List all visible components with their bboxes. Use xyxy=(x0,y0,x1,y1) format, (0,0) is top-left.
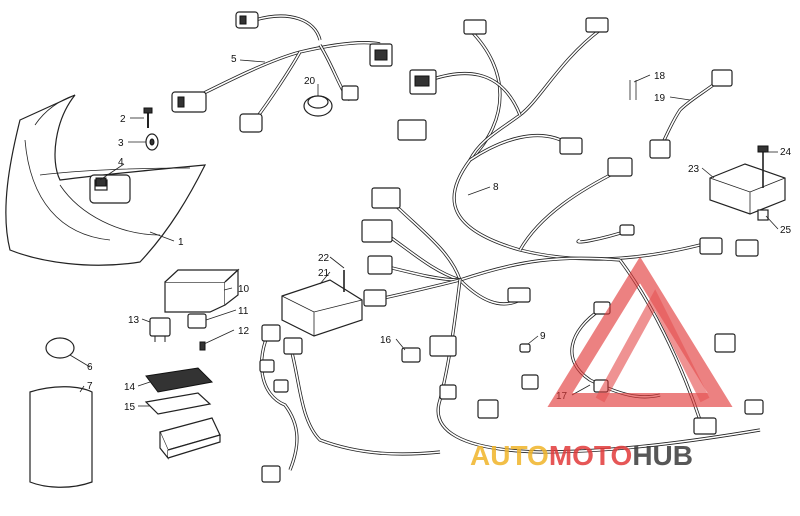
mini-relay-part xyxy=(187,313,207,329)
callout-12: 12 xyxy=(238,326,250,337)
fuse-block-part xyxy=(159,417,221,460)
clip-18-part xyxy=(629,80,637,100)
watermark-part-auto: AUTO xyxy=(470,440,549,471)
callout-8: 8 xyxy=(493,182,499,193)
grommet-ring-part xyxy=(45,337,75,359)
callout-18: 18 xyxy=(654,71,666,82)
sleeve-part xyxy=(29,386,93,488)
callout-3: 3 xyxy=(118,138,124,149)
callout-11: 11 xyxy=(238,306,249,317)
callout-2: 2 xyxy=(120,114,126,125)
upper-harness xyxy=(171,11,393,133)
leader-lines xyxy=(69,59,779,407)
connector-16-part xyxy=(401,347,421,363)
fuse-part xyxy=(199,341,206,351)
callout-25: 25 xyxy=(780,225,792,236)
callout-15: 15 xyxy=(124,402,136,413)
callout-20: 20 xyxy=(304,76,316,87)
callout-13: 13 xyxy=(128,315,140,326)
fuse-label-part xyxy=(145,367,214,393)
callout-4: 4 xyxy=(118,157,124,168)
callout-22: 22 xyxy=(318,253,330,264)
callout-6: 6 xyxy=(87,362,93,373)
callout-24: 24 xyxy=(780,147,792,158)
ecu-harness xyxy=(259,324,441,483)
callout-5: 5 xyxy=(231,54,237,65)
relay-box-part xyxy=(164,268,240,313)
callout-10: 10 xyxy=(238,284,250,295)
watermark-part-hub: HUB xyxy=(632,440,693,471)
terminal-9-part xyxy=(519,343,531,353)
watermark-triangle-icon xyxy=(547,256,733,407)
sensor-harness xyxy=(649,69,733,159)
callout-14: 14 xyxy=(124,382,136,393)
control-module-part xyxy=(709,145,786,221)
watermark: AUTOMOTOHUB xyxy=(470,256,733,471)
svg-text:AUTOMOTOHUB: AUTOMOTOHUB xyxy=(470,440,693,471)
clip-part xyxy=(145,133,159,151)
ground-terminal-part xyxy=(95,177,107,187)
callout-1: 1 xyxy=(178,237,184,248)
screw-part xyxy=(143,107,153,128)
callout-9: 9 xyxy=(540,331,546,342)
fuse-cover-gasket-part xyxy=(144,392,212,415)
callout-23: 23 xyxy=(688,164,700,175)
callout-19: 19 xyxy=(654,93,666,104)
callout-16: 16 xyxy=(380,335,392,346)
callout-21: 21 xyxy=(318,268,330,279)
buzzer-part xyxy=(303,95,333,117)
ecu-part xyxy=(281,270,363,337)
relay-part xyxy=(149,317,171,342)
watermark-part-moto: MOTO xyxy=(549,440,632,471)
callout-7: 7 xyxy=(87,381,93,392)
